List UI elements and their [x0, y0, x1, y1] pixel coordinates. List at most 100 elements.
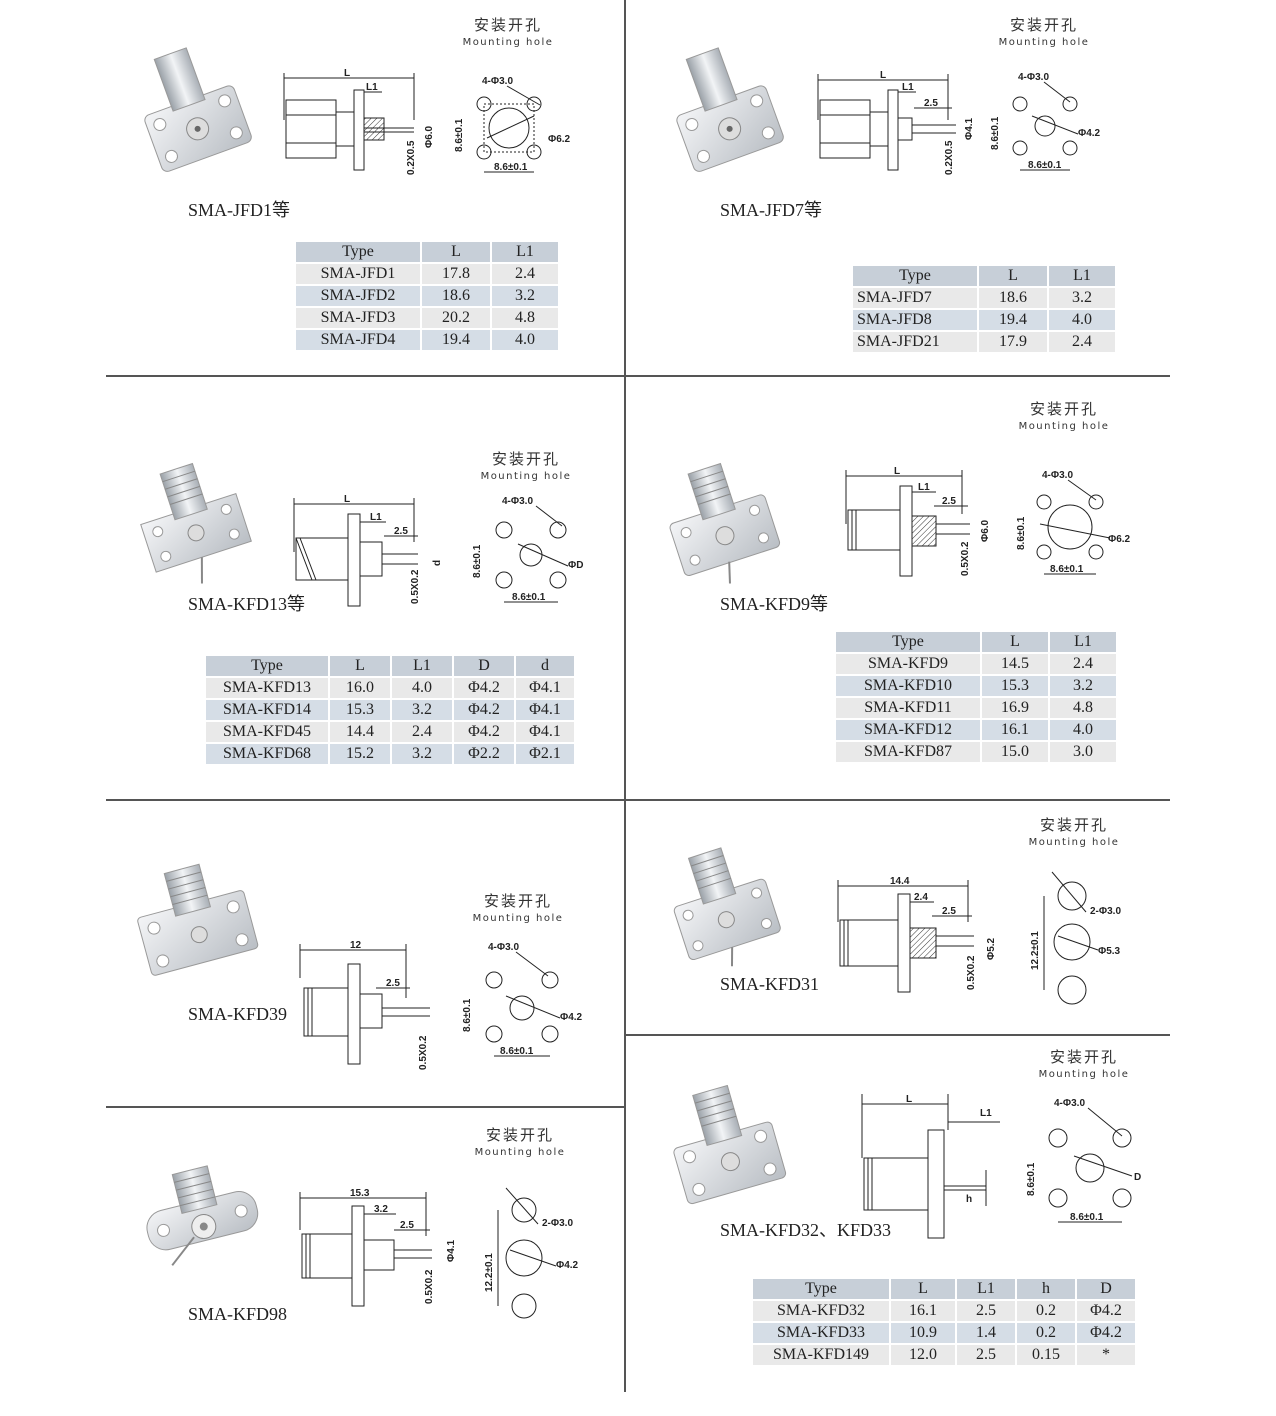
dim-dia: Φ4.1	[964, 117, 975, 140]
divider-vertical	[624, 0, 626, 1392]
mounting-hole-en: Mounting hole	[472, 913, 564, 924]
dim-pin: 0.5X0.2	[424, 1269, 435, 1304]
cell: SMA-JFD7	[853, 288, 977, 308]
side-view-drawing: 15.3 3.2 2.5 Φ4.1 0.5X0.2	[299, 1188, 457, 1307]
dim-dia: Φ6.0	[424, 125, 435, 148]
dim-pitch-h: 8.6±0.1	[512, 592, 546, 603]
col-h: h	[1017, 1279, 1075, 1299]
divider-row-2	[106, 799, 1170, 801]
cell: 14.4	[330, 722, 390, 742]
mounting-hole-en: Mounting hole	[480, 471, 572, 482]
col-type: Type	[206, 656, 328, 676]
col-l1: L1	[957, 1279, 1015, 1299]
cell: SMA-KFD9	[836, 654, 980, 674]
dim-ext: 2.5	[924, 98, 938, 109]
cell: 19.4	[979, 310, 1047, 330]
col-l: L	[979, 266, 1047, 286]
table-header-row: Type L L1	[836, 632, 1116, 652]
dim-pin: 0.5X0.2	[418, 1035, 429, 1070]
cell: 10.9	[891, 1323, 955, 1343]
mounting-hole-cn: 安装开孔	[1039, 816, 1108, 834]
dim-pitch-v: 12.2±0.1	[484, 1253, 495, 1292]
side-view-drawing: L L1 2.5 Φ6.0 0.5X0.2	[845, 466, 991, 577]
mounting-hole-drawing: 2-Φ3.0 Φ4.2 12.2±0.1	[484, 1187, 579, 1319]
col-d-upper: D	[454, 656, 514, 676]
cell: 16.1	[982, 720, 1048, 740]
table-header-row: Type L L1 h D	[753, 1279, 1135, 1299]
dim-pitch-h: 8.6±0.1	[1028, 160, 1062, 171]
cell: 4.0	[1050, 720, 1116, 740]
cell: 19.4	[422, 330, 490, 350]
cell: 4.0	[392, 678, 452, 698]
mounting-hole-cn: 安装开孔	[1049, 1048, 1118, 1066]
mounting-hole-title: 安装开孔 Mounting hole	[1024, 814, 1124, 848]
mounting-hole-en: Mounting hole	[1028, 837, 1120, 848]
connector-photo	[146, 1165, 259, 1266]
mounting-hole-en: Mounting hole	[1038, 1069, 1130, 1080]
connector-photo	[140, 462, 252, 584]
dim-l1: L1	[370, 512, 382, 523]
cell: SMA-KFD149	[753, 1345, 889, 1365]
mounting-hole-drawing: 2-Φ3.0 Φ5.3 12.2±0.1	[1030, 871, 1121, 1005]
col-l1: L1	[492, 242, 558, 262]
connector-photo	[673, 847, 781, 967]
dim-l: L	[906, 1094, 912, 1105]
col-type: Type	[753, 1279, 889, 1299]
model-name: SMA-KFD98	[188, 1304, 288, 1324]
dim-holes: 2-Φ3.0	[542, 1218, 573, 1229]
dim-center: D	[1134, 1172, 1141, 1183]
cell: 2.4	[392, 722, 452, 742]
cell: 16.1	[891, 1301, 955, 1321]
cell: 0.15	[1017, 1345, 1075, 1365]
dim-holes: 4-Φ3.0	[1054, 1098, 1085, 1109]
dim-l1: L1	[902, 82, 914, 93]
cell: 3.2	[392, 744, 452, 764]
dim-ext: 2.5	[942, 496, 956, 507]
cell: 17.8	[422, 264, 490, 284]
cell: 18.6	[979, 288, 1047, 308]
cell: 4.0	[492, 330, 558, 350]
mounting-hole-en: Mounting hole	[462, 37, 554, 48]
cell: 12.0	[891, 1345, 955, 1365]
col-type: Type	[296, 242, 420, 262]
dim-center: Φ6.2	[1108, 534, 1131, 545]
col-type: Type	[836, 632, 980, 652]
dim-pitch-v: 12.2±0.1	[1030, 931, 1041, 970]
dim-holes: 4-Φ3.0	[1018, 72, 1049, 83]
cell: 15.0	[982, 742, 1048, 762]
dim-center: Φ5.3	[1098, 946, 1121, 957]
dim-pin: 0.5X0.2	[410, 569, 421, 604]
model-name: SMA-KFD39	[188, 1004, 288, 1024]
dim-dia: Φ5.2	[986, 937, 997, 960]
cell: SMA-KFD11	[836, 698, 980, 718]
dim-center: Φ6.2	[548, 134, 571, 145]
cell: SMA-KFD68	[206, 744, 328, 764]
mounting-hole-en: Mounting hole	[998, 37, 1090, 48]
col-l: L	[422, 242, 490, 262]
cell: 16.9	[982, 698, 1048, 718]
model-name: SMA-JFD7等	[720, 200, 823, 220]
dim-ext: 2.5	[394, 526, 408, 537]
dim-l: L	[344, 68, 350, 79]
mounting-hole-drawing: 4-Φ3.0 Φ6.2 8.6±0.1 8.6±0.1	[454, 76, 571, 173]
col-l1: L1	[1050, 632, 1116, 652]
cell: *	[1077, 1345, 1135, 1365]
cell: 3.0	[1050, 742, 1116, 762]
dim-ext: 2.5	[386, 978, 400, 989]
dim-l: L	[894, 466, 900, 477]
dim-pitch-v: 8.6±0.1	[472, 544, 483, 578]
cell: Φ4.2	[454, 678, 514, 698]
col-l1: L1	[392, 656, 452, 676]
cell: SMA-KFD45	[206, 722, 328, 742]
